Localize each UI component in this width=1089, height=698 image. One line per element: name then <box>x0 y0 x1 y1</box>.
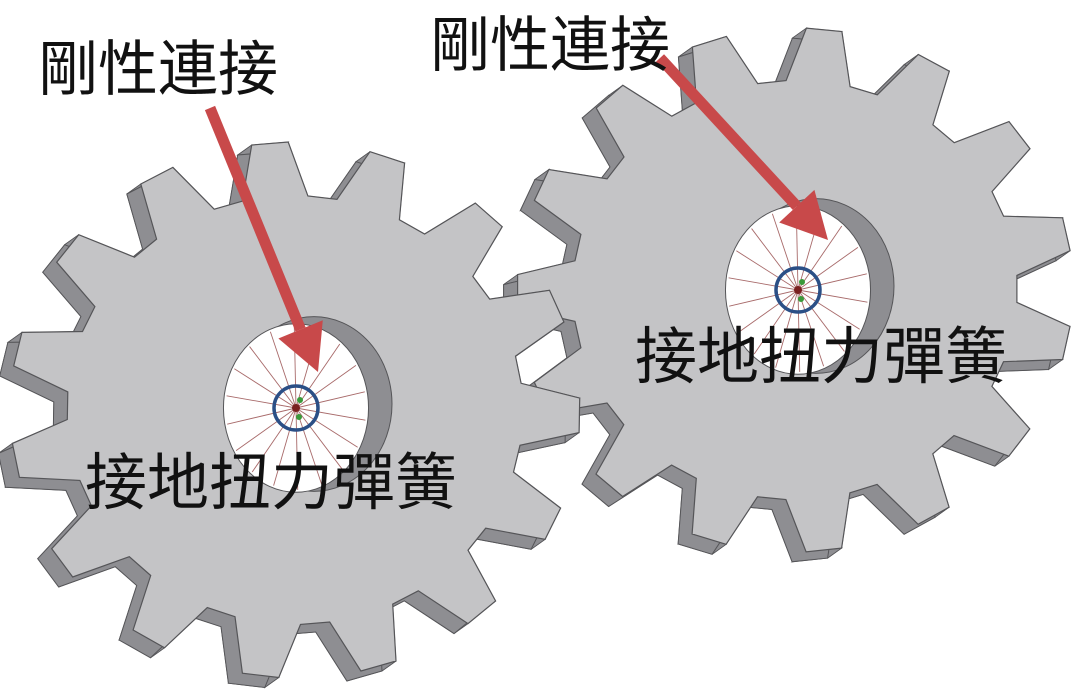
left-gear-center-node <box>292 404 300 412</box>
right-gear-spring-line <box>736 250 799 291</box>
right-gear-spring-line <box>728 277 799 291</box>
left-gear-spring-line <box>249 346 297 409</box>
left-gear-spring-lines <box>226 326 366 490</box>
left-gear-spring-line <box>295 391 365 409</box>
rigid-connection-arrow-right-shaft <box>655 54 801 210</box>
left-gear-spring-line <box>295 407 343 470</box>
left-gear-spring-line <box>295 343 341 409</box>
left-gear <box>0 141 581 689</box>
left-gear-spring-line <box>227 407 297 425</box>
right-gear-spring-highlight-circle <box>774 266 822 314</box>
left-gear-spring-line <box>295 407 358 448</box>
right-gear-spring-line <box>797 289 845 352</box>
left-gear-spring-highlight-circle <box>272 384 320 432</box>
right-gear-spring-line <box>729 289 799 307</box>
left-gear-spring-line <box>295 407 323 485</box>
right-gear-spring-line <box>797 289 860 330</box>
rigid-connection-label-right: 剛性連接 <box>430 11 670 81</box>
left-gear-spring-line <box>295 407 366 421</box>
left-gear-spring-line <box>226 395 297 409</box>
right-gear-spring-line <box>775 289 799 368</box>
left-gear-spring-line <box>295 407 299 490</box>
left-gear-spring-line <box>234 368 297 409</box>
left-gear-node-marker <box>297 397 303 403</box>
right-gear-spring-lines <box>728 208 868 372</box>
annotation-arrows <box>204 54 828 372</box>
right-gear-center-node <box>794 286 802 294</box>
torsion-spring-label-right: 接地扭力彈簧 <box>635 320 1008 393</box>
right-gear-spring-line <box>771 213 799 291</box>
right-gear-node-marker <box>799 279 805 285</box>
right-gear <box>502 26 1071 563</box>
rigid-connection-arrow-right-head <box>779 189 828 240</box>
left-gear-spring-line <box>273 407 297 486</box>
right-gear-spring-line <box>797 289 801 372</box>
rigid-connection-label-left: 剛性連接 <box>38 35 278 105</box>
right-gear-spring-line <box>751 228 799 291</box>
right-gear-spring-line <box>737 289 799 334</box>
right-gear-spring-line <box>797 289 868 303</box>
rigid-connection-arrow-left-head <box>278 320 323 372</box>
left-gear-spring-line <box>269 331 297 409</box>
right-gear-spring-line <box>797 246 859 291</box>
left-gear-node-marker <box>296 414 302 420</box>
left-gear-spring-line <box>295 364 357 409</box>
right-gear-spring-line <box>753 289 799 355</box>
right-gear-spring-line <box>797 273 867 291</box>
left-gear-spring-line <box>235 407 297 452</box>
right-gear-node-marker <box>798 296 804 302</box>
torsion-spring-label-left: 接地扭力彈簧 <box>85 446 458 519</box>
right-gear-spring-line <box>797 225 843 291</box>
rigid-connection-arrow-left-shaft <box>204 105 306 332</box>
left-gear-spring-line <box>251 407 297 473</box>
right-gear-spring-line <box>797 289 825 367</box>
